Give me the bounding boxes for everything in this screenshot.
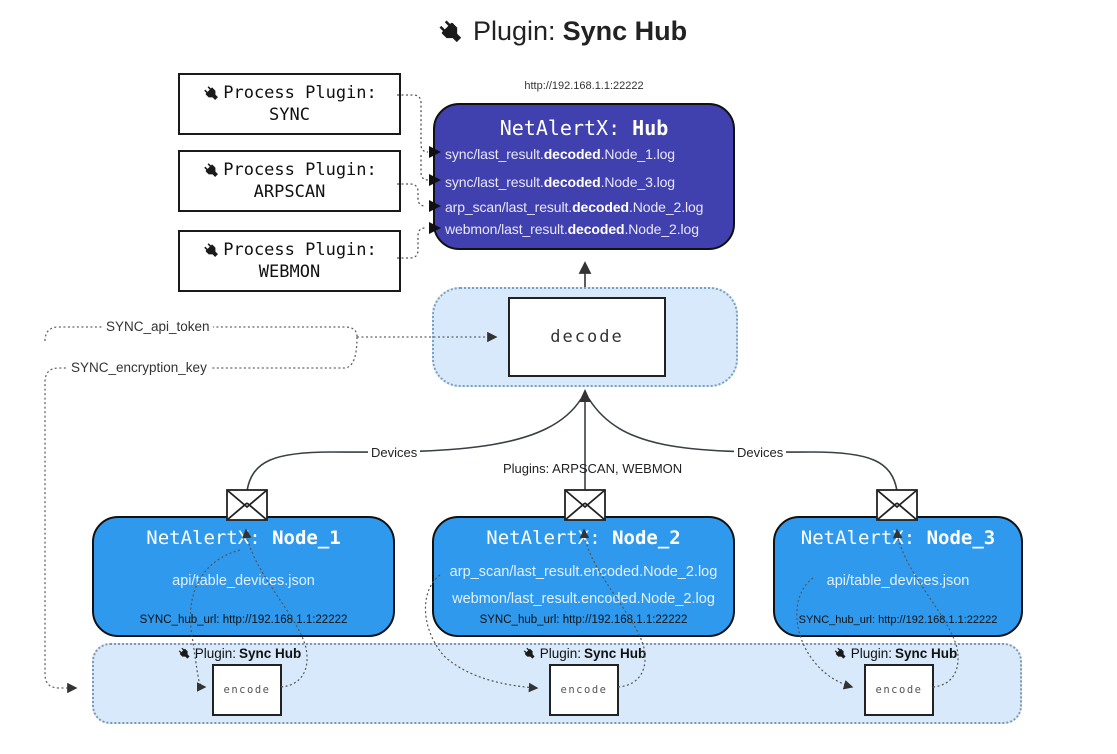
- decode-box: decode: [508, 297, 666, 377]
- plug-icon: [202, 161, 221, 180]
- config-sync-encryption-key: SYNC_encryption_key: [68, 360, 210, 375]
- node-title: NetAlertX: Node_1: [146, 527, 341, 549]
- encoder-plugin-label: Plugin: Sync Hub: [810, 646, 980, 661]
- hub-title-prefix: NetAlertX:: [499, 116, 621, 140]
- hub-title: NetAlertX: Hub: [435, 116, 733, 140]
- diagram-title: Plugin: Sync Hub: [436, 16, 687, 47]
- plug-icon: [177, 646, 192, 661]
- plug-icon: [522, 646, 537, 661]
- node-3-box: NetAlertX: Node_3 api/table_devices.json…: [773, 516, 1023, 637]
- process-plugin-label: Process Plugin:: [223, 160, 377, 180]
- process-plugin-sync: Process Plugin: SYNC: [178, 73, 401, 135]
- plug-icon: [202, 241, 221, 260]
- process-plugin-webmon: Process Plugin: WEBMON: [178, 230, 401, 292]
- node-2-box: NetAlertX: Node_2 arp_scan/last_result.e…: [432, 516, 735, 637]
- node-hub-url: SYNC_hub_url: http://192.168.1.1:22222: [479, 614, 688, 626]
- hub-title-name: Hub: [632, 116, 669, 140]
- title-name: Sync Hub: [562, 16, 688, 46]
- process-plugin-name: SYNC: [269, 105, 310, 125]
- hub-log-line: sync/last_result.decoded.Node_1.log: [445, 146, 675, 162]
- process-plugin-label: Process Plugin:: [223, 240, 377, 260]
- node-file-line: api/table_devices.json: [172, 573, 315, 589]
- node-file-line: api/table_devices.json: [826, 573, 970, 589]
- encoder-plugin-label: Plugin: Sync Hub: [154, 646, 324, 661]
- encode-box: encode: [864, 664, 934, 716]
- node-title: NetAlertX: Node_3: [800, 527, 996, 549]
- node-file-line: arp_scan/last_result.encoded.Node_2.log: [449, 564, 718, 580]
- node-1-box: NetAlertX: Node_1 api/table_devices.json…: [92, 516, 395, 637]
- config-sync-api-token: SYNC_api_token: [103, 319, 213, 334]
- node-hub-url: SYNC_hub_url: http://192.168.1.1:22222: [798, 614, 998, 626]
- plug-icon: [202, 84, 221, 103]
- decode-in-arrowhead: [579, 389, 591, 402]
- hub-log-line: webmon/last_result.decoded.Node_2.log: [445, 221, 699, 237]
- process-plugin-name: WEBMON: [258, 262, 321, 282]
- hub-log-line: sync/last_result.decoded.Node_3.log: [445, 174, 675, 190]
- edge-label-plugins: Plugins: ARPSCAN, WEBMON: [503, 461, 683, 476]
- process-plugin-label: Process Plugin:: [223, 83, 377, 103]
- edge-label-devices-right: Devices: [734, 445, 787, 460]
- plug-icon: [833, 646, 848, 661]
- node-hub-url: SYNC_hub_url: http://192.168.1.1:22222: [139, 614, 348, 626]
- process-plugin-name: ARPSCAN: [253, 182, 326, 202]
- encoder-plugin-label: Plugin: Sync Hub: [499, 646, 669, 661]
- hub-url-label: http://192.168.1.1:22222: [524, 80, 644, 92]
- encoder-band: Plugin: Sync Hub Plugin: Sync Hub Plugin…: [92, 643, 1022, 724]
- hub-log-line: arp_scan/last_result.decoded.Node_2.log: [445, 199, 704, 215]
- encode-box: encode: [549, 664, 619, 716]
- title-prefix: Plugin:: [473, 16, 556, 46]
- edge-label-devices-left: Devices: [368, 445, 421, 460]
- decode-container: decode: [432, 287, 738, 387]
- node-file-line: webmon/last_result.encoded.Node_2.log: [452, 591, 715, 607]
- plugin-to-hub-connectors: [397, 94, 429, 259]
- node-to-decode-curves: [246, 398, 898, 492]
- node-title: NetAlertX: Node_2: [486, 527, 681, 549]
- encode-box: encode: [212, 664, 282, 716]
- process-plugin-arpscan: Process Plugin: ARPSCAN: [178, 150, 401, 212]
- hub-box: NetAlertX: Hub sync/last_result.decoded.…: [433, 103, 735, 250]
- plug-icon: [436, 17, 466, 47]
